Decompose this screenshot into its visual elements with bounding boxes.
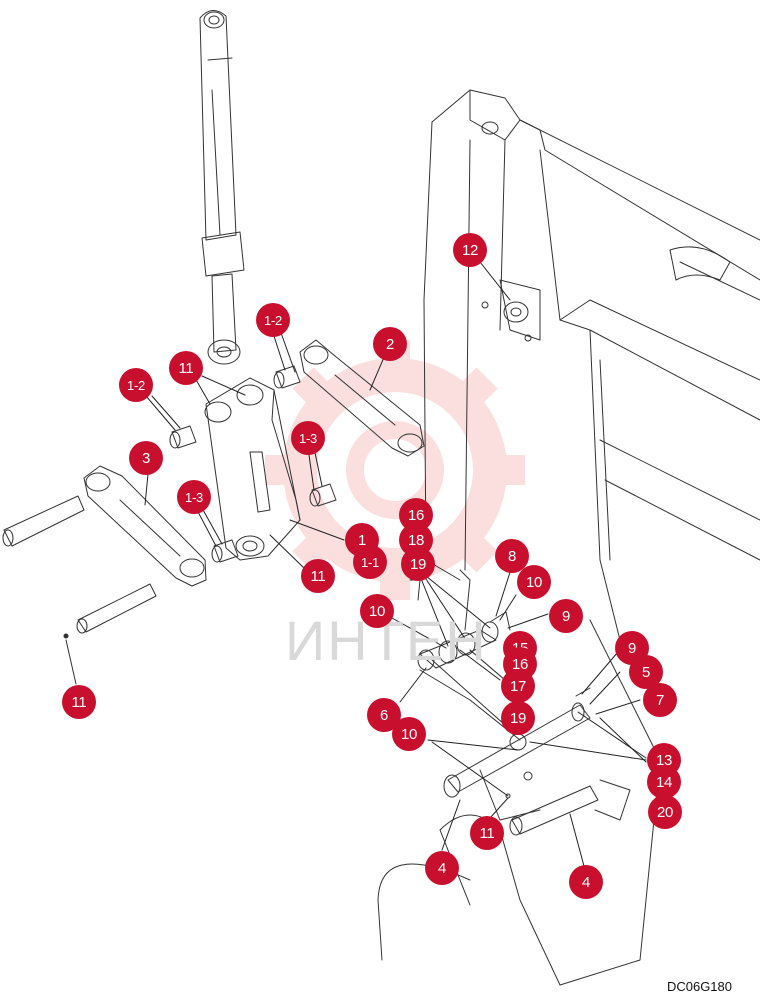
callout-11b: 11 — [301, 559, 335, 593]
callout-17: 17 — [501, 669, 535, 703]
callout-1-3b: 1-3 — [177, 480, 211, 514]
callout-4b: 4 — [569, 865, 603, 899]
callout-11c: 11 — [62, 685, 96, 719]
callout-4a: 4 — [425, 851, 459, 885]
pins-left — [2, 495, 157, 685]
callout-3: 3 — [129, 441, 163, 475]
callout-10c: 10 — [392, 717, 426, 751]
link-3 — [83, 465, 207, 587]
callout-19a: 19 — [401, 547, 435, 581]
callout-19b: 19 — [501, 701, 535, 735]
arm-boom-outline — [377, 89, 760, 986]
bushings — [169, 365, 337, 563]
callout-14: 14 — [647, 765, 681, 799]
callout-12: 12 — [453, 233, 487, 267]
callout-10b: 10 — [360, 594, 394, 628]
callout-1-1: 1-1 — [353, 545, 387, 579]
link-2 — [299, 339, 425, 457]
callout-20: 20 — [648, 795, 682, 829]
callout-2: 2 — [373, 327, 407, 361]
callout-9a: 9 — [549, 599, 583, 633]
watermark-gear — [265, 340, 525, 600]
hydraulic-cylinder — [199, 10, 245, 365]
callout-11a: 11 — [169, 351, 203, 385]
callout-1-2b: 1-2 — [119, 368, 153, 402]
drawing-code: DC06G180 — [666, 979, 732, 994]
callout-10a: 10 — [517, 565, 551, 599]
leader-lines — [144, 261, 647, 867]
callout-7: 7 — [643, 683, 677, 717]
link-main — [204, 377, 301, 561]
callout-11d: 11 — [470, 816, 504, 850]
callout-1-3a: 1-3 — [291, 421, 325, 455]
callout-1-2a: 1-2 — [256, 303, 290, 337]
